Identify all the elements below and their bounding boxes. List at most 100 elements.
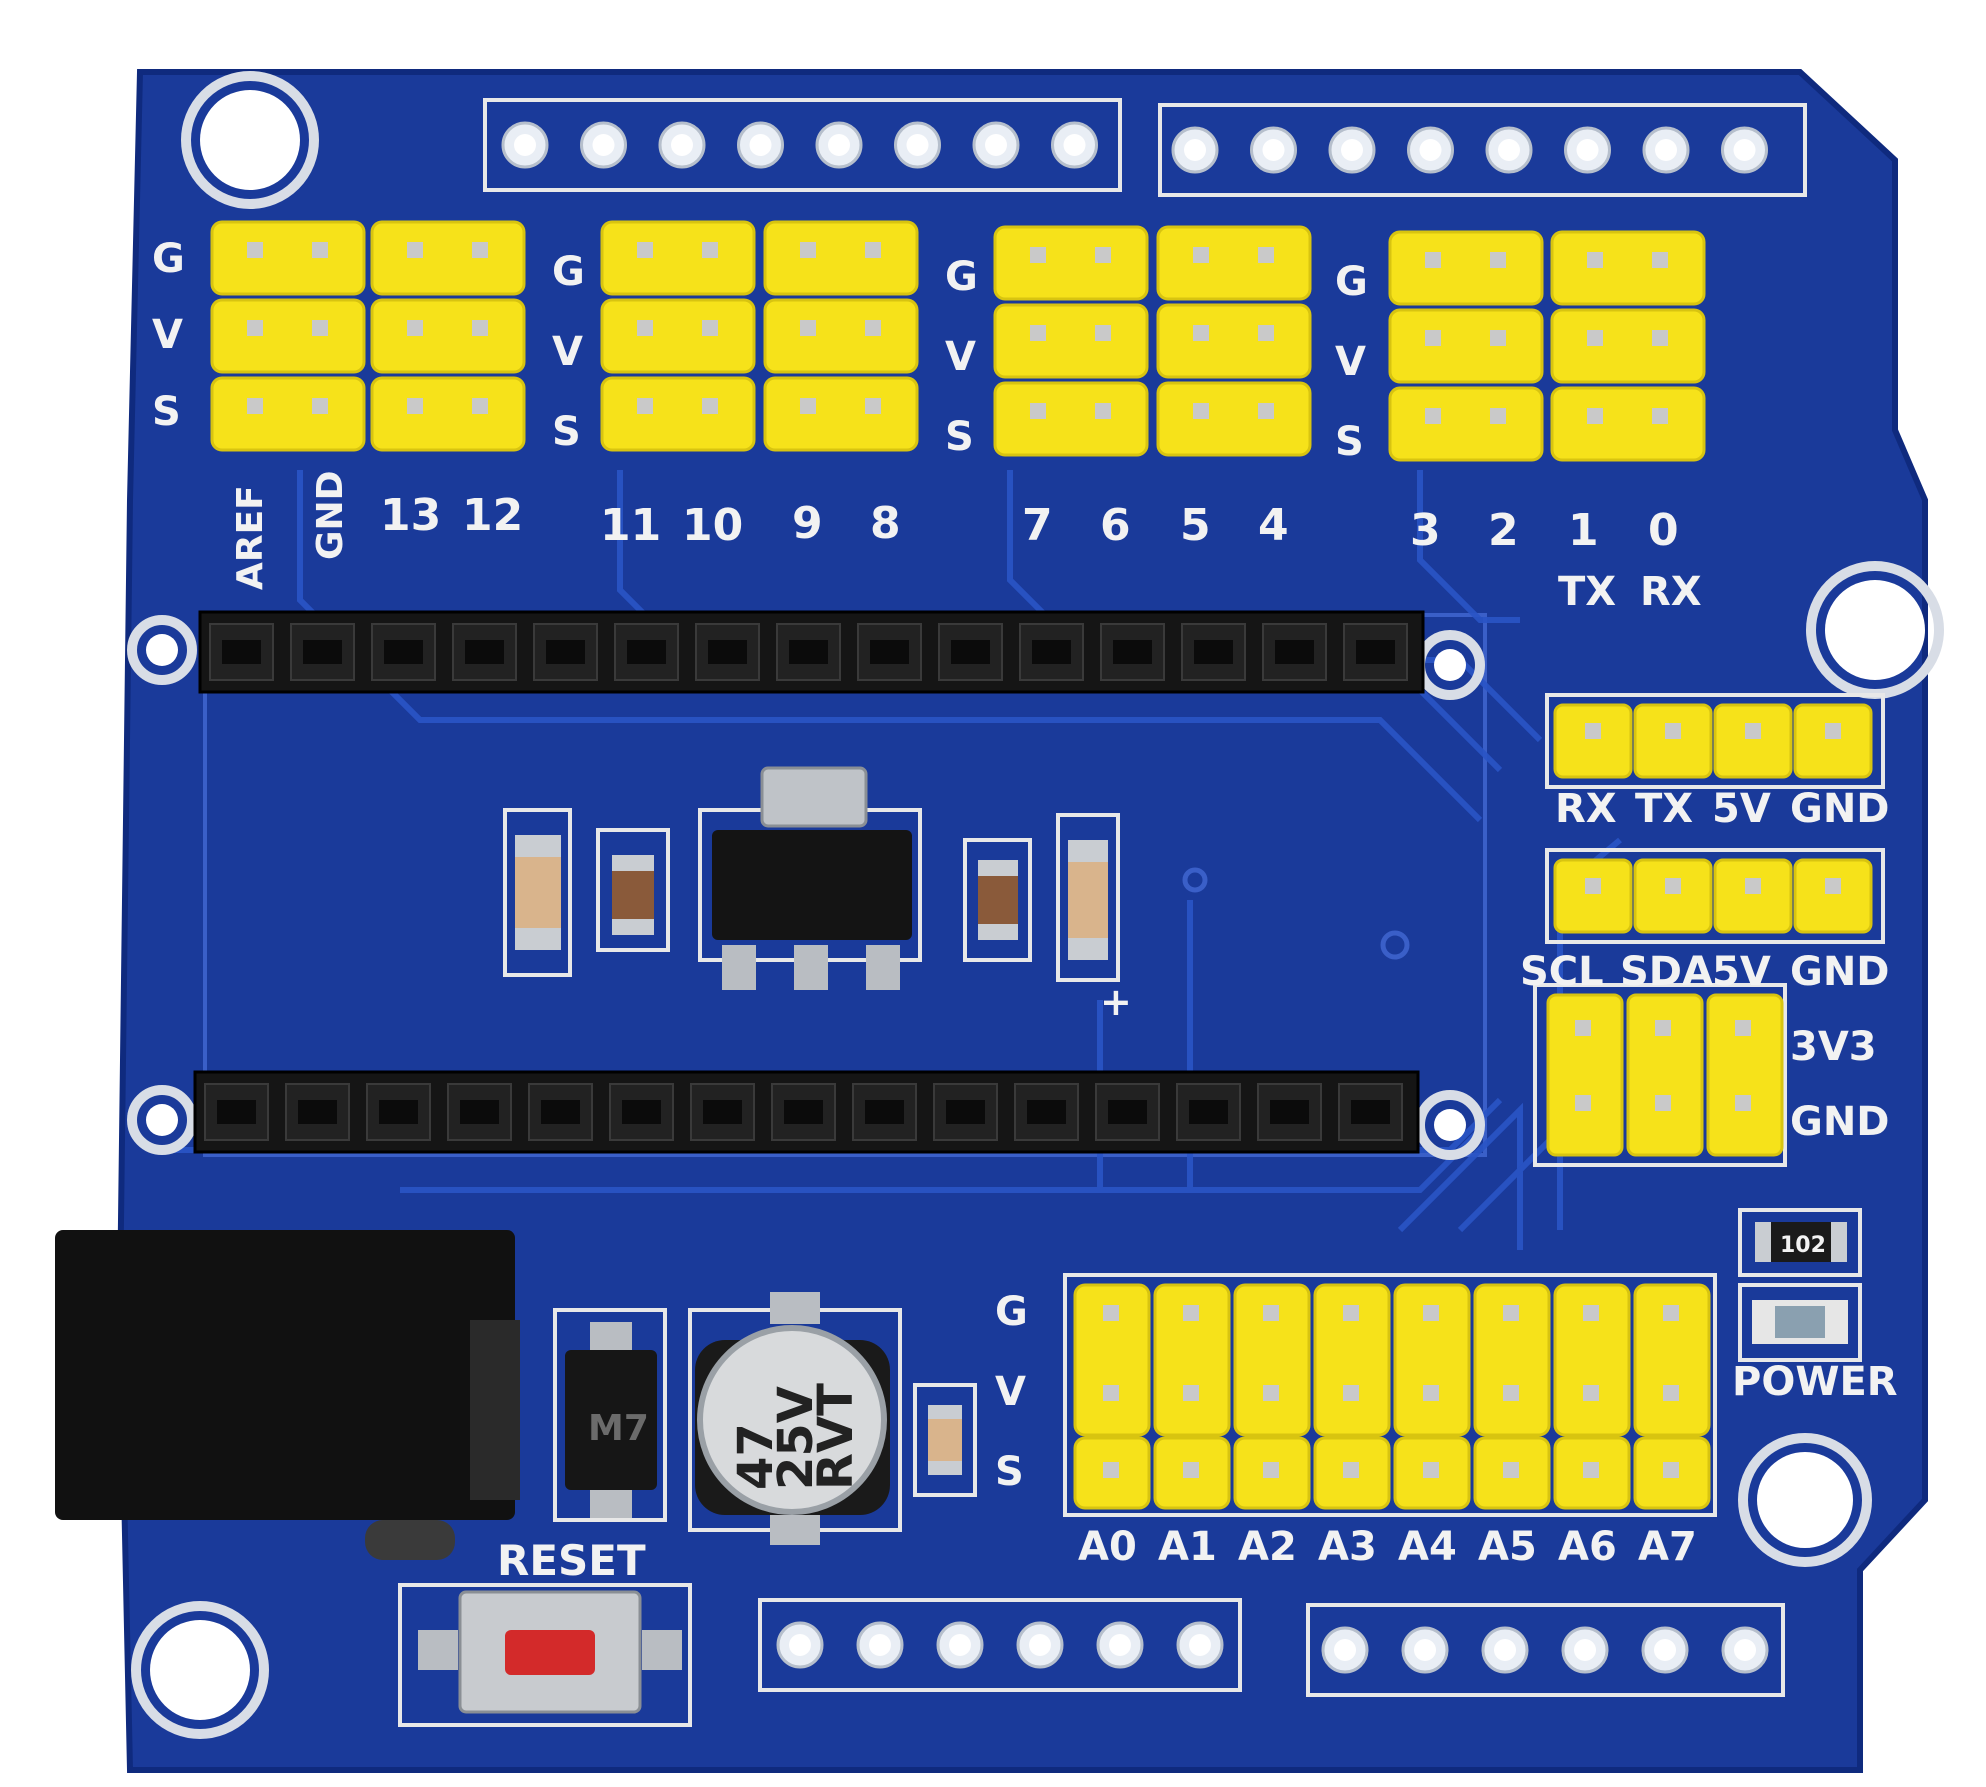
servo-header-housing — [1388, 386, 1544, 462]
female-socket-hole — [789, 640, 828, 664]
pcb-trace — [1397, 1102, 1523, 1250]
svg-text:9: 9 — [792, 498, 823, 549]
servo-header-housing — [210, 376, 366, 452]
analog-header-housing — [1233, 1283, 1311, 1437]
svg-text:G: G — [152, 236, 185, 282]
servo-header-housing — [600, 298, 756, 374]
header-pin — [702, 320, 718, 336]
header-pin — [1585, 878, 1601, 894]
header-pin — [702, 398, 718, 414]
header-pin — [312, 320, 328, 336]
header-pin — [1343, 1305, 1359, 1321]
header-pin — [1585, 723, 1601, 739]
svg-text:TX: TX — [1558, 569, 1616, 615]
i2c-header-pin — [1793, 858, 1873, 934]
mounting-hole-center — [1434, 649, 1466, 681]
header-pin — [637, 320, 653, 336]
header-pin — [1735, 1095, 1751, 1111]
through-hole-center — [949, 1634, 971, 1656]
female-socket-hole — [541, 1100, 580, 1124]
female-socket-hole — [222, 640, 261, 664]
svg-text:5V: 5V — [1712, 786, 1771, 832]
header-outline — [1306, 1603, 1785, 1697]
through-hole-center — [1734, 1639, 1756, 1661]
analog-header-housing — [1313, 1283, 1391, 1437]
svg-text:S: S — [945, 414, 974, 460]
svg-text:S: S — [1335, 419, 1364, 465]
svg-text:M7: M7 — [588, 1408, 649, 1449]
through-hole-center — [514, 134, 536, 156]
svg-text:25V: 25V — [768, 1386, 824, 1490]
header-pin — [800, 242, 816, 258]
analog-header-housing — [1633, 1283, 1711, 1437]
svg-text:G: G — [1335, 259, 1368, 305]
servo-header-housing — [210, 298, 366, 374]
smd-capacitor-small — [913, 1383, 977, 1497]
through-hole-center — [1494, 1639, 1516, 1661]
header-pin — [865, 398, 881, 414]
reset-button[interactable]: RESET — [398, 1536, 692, 1727]
female-socket — [533, 623, 598, 681]
svg-text:10: 10 — [682, 500, 743, 551]
header-pin — [1103, 1305, 1119, 1321]
svg-text:A5: A5 — [1478, 1524, 1537, 1570]
svg-text:13: 13 — [380, 490, 441, 541]
svg-text:G: G — [995, 1289, 1028, 1335]
female-headers — [193, 610, 1425, 1154]
svg-text:S: S — [152, 389, 181, 435]
header-pin — [1665, 878, 1681, 894]
power-header-pin — [1546, 993, 1624, 1157]
header-pin — [1503, 1305, 1519, 1321]
header-pin — [247, 320, 263, 336]
header-pin — [1575, 1095, 1591, 1111]
header-pin — [1490, 408, 1506, 424]
through-hole-center — [1184, 139, 1206, 161]
svg-text:AREF: AREF — [230, 485, 271, 590]
header-pin — [1665, 723, 1681, 739]
pcb-trace — [297, 470, 1483, 823]
header-pin — [472, 398, 488, 414]
servo-header-housing — [763, 376, 919, 452]
svg-text:11: 11 — [600, 500, 661, 551]
header-pin — [1490, 252, 1506, 268]
female-socket — [1262, 623, 1327, 681]
female-socket — [690, 1083, 755, 1141]
header-pin — [1263, 1385, 1279, 1401]
female-socket-hole — [1032, 640, 1071, 664]
header-pin — [1095, 247, 1111, 263]
header-pin — [1587, 330, 1603, 346]
header-pin — [637, 242, 653, 258]
svg-text:4: 4 — [1258, 500, 1289, 551]
mounting-hole-center — [146, 634, 178, 666]
header-pin — [1263, 1462, 1279, 1478]
through-hole-center — [749, 134, 772, 156]
svg-text:2: 2 — [1488, 505, 1519, 556]
through-hole-center — [592, 134, 615, 156]
through-hole-center — [869, 1634, 891, 1656]
header-pin — [1652, 252, 1668, 268]
mounting-hole-center — [1434, 1109, 1466, 1141]
mounting-hole — [131, 1601, 269, 1739]
header-pin — [1663, 1305, 1679, 1321]
svg-text:A7: A7 — [1638, 1524, 1697, 1570]
female-socket-hole — [951, 640, 990, 664]
svg-text:V: V — [995, 1369, 1026, 1415]
dc-barrel-jack — [55, 1230, 520, 1560]
header-pin — [472, 320, 488, 336]
through-hole-center — [1341, 139, 1363, 161]
mounting-hole — [127, 1085, 197, 1155]
header-pin — [1030, 325, 1046, 341]
svg-text:5: 5 — [1180, 500, 1211, 551]
header-pin — [1343, 1462, 1359, 1478]
servo-header-housing — [600, 220, 756, 296]
svg-text:+: + — [1100, 980, 1132, 1024]
header-pin — [1655, 1095, 1671, 1111]
servo-header-housing — [993, 225, 1149, 301]
female-socket-hole — [298, 1100, 337, 1124]
header-pin — [407, 242, 423, 258]
through-hole-rows — [483, 98, 1807, 1697]
header-pin — [1095, 325, 1111, 341]
through-hole-center — [906, 134, 929, 156]
female-socket-hole — [1275, 640, 1314, 664]
